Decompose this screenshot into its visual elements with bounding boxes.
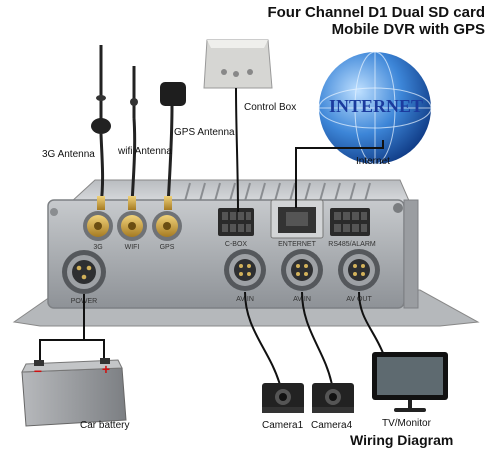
sma-connector-gps — [152, 211, 182, 241]
label-control-box: Control Box — [244, 102, 297, 113]
battery-minus: − — [34, 363, 42, 379]
gps-antenna-icon — [160, 82, 186, 210]
camera1-cable — [244, 291, 281, 386]
label-3g-antenna: 3G Antenna — [42, 149, 95, 160]
monitor-cable — [358, 291, 386, 359]
title-line-1: Four Channel D1 Dual SD card — [267, 4, 485, 21]
av-in-connector-1 — [224, 249, 266, 291]
camera1-icon — [262, 383, 304, 413]
port-label-gps: GPS — [160, 244, 175, 251]
label-wifi-antenna: wifi Antenna — [118, 146, 172, 157]
camera4-icon — [312, 383, 354, 413]
internet-globe-text: INTERNET — [329, 96, 423, 116]
port-label-ethernet: ENTERNET — [278, 241, 316, 248]
port-label-wifi: WIFI — [125, 244, 140, 251]
sma-connector-wifi — [117, 211, 147, 241]
port-label-3g: 3G — [93, 244, 102, 251]
power-connector — [62, 250, 106, 294]
internet-globe-icon — [318, 51, 432, 165]
power-wire-positive — [84, 339, 105, 358]
footer-wiring-diagram: Wiring Diagram — [350, 432, 454, 448]
dvr-side-panel — [403, 199, 419, 309]
label-tv-monitor: TV/Monitor — [382, 418, 431, 429]
page-title: Four Channel D1 Dual SD card Mobile DVR … — [267, 4, 485, 38]
port-label-cbox: C-BOX — [225, 241, 248, 248]
label-internet: Internet — [356, 156, 390, 167]
label-camera4: Camera4 — [311, 420, 353, 431]
label-car-battery: Car battery — [80, 420, 130, 431]
side-screw — [393, 203, 403, 213]
av-out-connector — [338, 249, 380, 291]
av-in-connector-2 — [281, 249, 323, 291]
car-battery-icon — [21, 358, 127, 427]
heatsink-fins — [184, 182, 371, 202]
tv-monitor-icon — [372, 352, 448, 412]
screw — [50, 208, 58, 216]
label-gps-antenna: GPS Antenna — [174, 127, 235, 138]
camera4-cable — [301, 291, 333, 386]
port-label-rs485: RS485/ALARM — [328, 241, 376, 248]
title-line-2: Mobile DVR with GPS — [331, 21, 485, 38]
3g-antenna-icon — [91, 45, 111, 210]
control-box-icon — [203, 39, 273, 213]
battery-plus: + — [102, 361, 110, 377]
ethernet-cable — [295, 140, 384, 208]
label-camera1: Camera1 — [262, 420, 304, 431]
wifi-antenna-icon — [128, 66, 138, 210]
sma-connector-3g — [83, 211, 113, 241]
power-wire-negative — [39, 294, 85, 360]
